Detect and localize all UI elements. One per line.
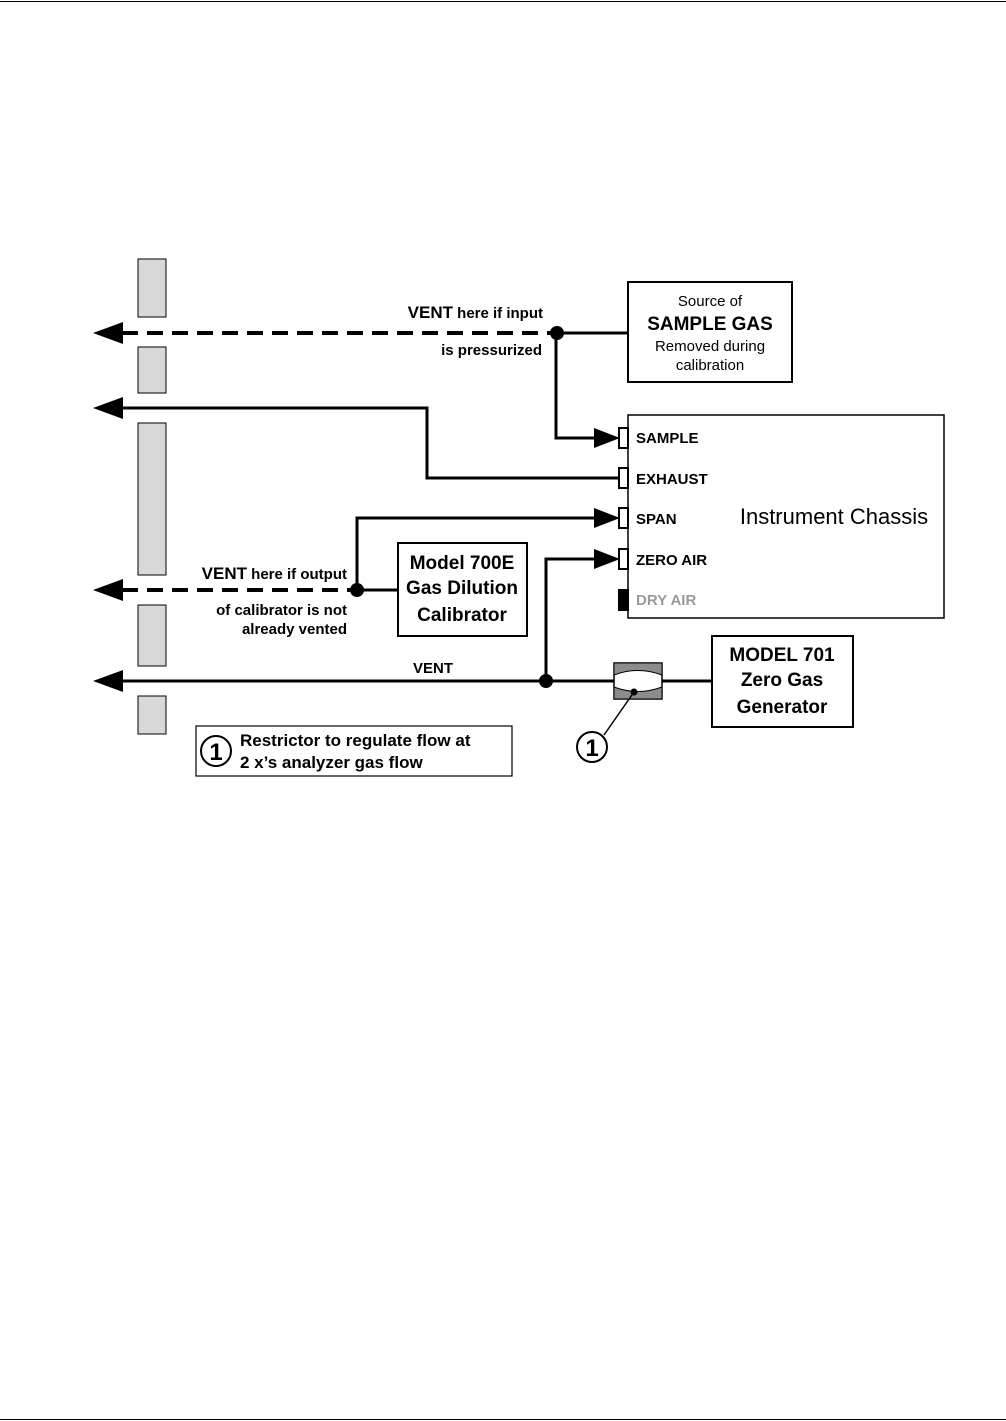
sample-source-line3: Removed during xyxy=(655,338,765,355)
vent-input-line2: is pressurized xyxy=(441,342,542,359)
restrictor-callout-number: 1 xyxy=(585,735,598,762)
sample-junction xyxy=(550,326,564,340)
legend: 1 Restrictor to regulate flow at 2 x’s a… xyxy=(195,725,513,777)
vent-input-label: VENT here if input is pressurized xyxy=(408,303,543,359)
instrument-chassis-title: Instrument Chassis xyxy=(740,504,928,529)
sample-source-line4: calibration xyxy=(676,357,744,374)
generator-line2: Zero Gas xyxy=(741,670,823,691)
vent-output-line2: of calibrator is not xyxy=(216,602,347,619)
zero-gas-generator: MODEL 701 Zero Gas Generator xyxy=(711,635,854,728)
vent-arrowhead xyxy=(93,670,123,692)
port-label-zero-air: ZERO AIR xyxy=(636,552,707,569)
restrictor-callout-circle xyxy=(576,731,608,763)
top-rule xyxy=(0,1,1006,2)
vent-label: VENT xyxy=(413,660,453,677)
port-label-span: SPAN xyxy=(636,511,677,528)
span-line xyxy=(355,508,620,590)
sample-gas-source: Source of SAMPLE GAS Removed during cali… xyxy=(627,281,793,383)
wall-segment xyxy=(137,346,167,394)
wall-segment xyxy=(137,695,167,735)
calibrator-junction xyxy=(350,583,364,597)
vent-input-rest: here if input xyxy=(453,305,543,322)
sample-port-fitting xyxy=(618,427,629,449)
exhaust-arrowhead xyxy=(93,397,123,419)
vent-output-line3: already vented xyxy=(242,621,347,638)
wall-segment xyxy=(137,604,167,667)
vent-output-label: VENT here if output of calibrator is not… xyxy=(202,564,347,638)
svg-text:VENT here if output: VENT here if output xyxy=(202,564,347,583)
exhaust-line xyxy=(93,397,622,480)
legend-line1: Restrictor to regulate flow at xyxy=(240,731,471,750)
generator-line1: MODEL 701 xyxy=(729,645,835,666)
legend-line2: 2 x’s analyzer gas flow xyxy=(240,753,423,772)
zero-air-port-fitting xyxy=(618,548,629,570)
zero-air-line xyxy=(93,549,712,692)
vent-output-vent-word: VENT xyxy=(202,564,248,583)
calibrator-line3: Calibrator xyxy=(417,605,507,626)
vent-output-line xyxy=(93,579,398,601)
port-label-sample: SAMPLE xyxy=(636,430,699,447)
wall-segment xyxy=(137,258,167,318)
sample-source-line2: SAMPLE GAS xyxy=(647,314,773,335)
dry-air-port-fitting xyxy=(618,589,629,611)
vent-input-arrowhead xyxy=(93,322,123,344)
sample-port-arrowhead xyxy=(594,428,620,448)
exhaust-port-fitting xyxy=(618,467,629,489)
vent-input-vent-word: VENT xyxy=(408,303,454,322)
vent-output-rest: here if output xyxy=(247,566,347,583)
sample-source-line1: Source of xyxy=(678,293,743,310)
zero-air-arrowhead xyxy=(594,549,620,569)
port-label-exhaust: EXHAUST xyxy=(636,471,708,488)
generator-line3: Generator xyxy=(737,697,828,718)
vent-wall xyxy=(137,258,167,735)
span-arrowhead xyxy=(594,508,620,528)
legend-callout-circle xyxy=(200,735,232,767)
calibrator-line1: Model 700E xyxy=(410,553,515,574)
bottom-rule xyxy=(0,1419,1006,1420)
port-label-dry-air: DRY AIR xyxy=(636,592,696,609)
vent-output-arrowhead xyxy=(93,579,123,601)
restrictor: 1 xyxy=(576,662,663,763)
vent-input-line xyxy=(93,322,628,448)
wall-segment xyxy=(137,422,167,576)
instrument-chassis: SAMPLE EXHAUST SPAN ZERO AIR DRY AIR Ins… xyxy=(618,414,945,619)
legend-callout-number: 1 xyxy=(209,739,222,766)
calibrator-line2: Gas Dilution xyxy=(406,578,518,599)
zero-air-junction xyxy=(539,674,553,688)
gas-dilution-calibrator: Model 700E Gas Dilution Calibrator xyxy=(397,542,528,637)
span-port-fitting xyxy=(618,507,629,529)
svg-text:VENT here if input: VENT here if input xyxy=(408,303,543,322)
